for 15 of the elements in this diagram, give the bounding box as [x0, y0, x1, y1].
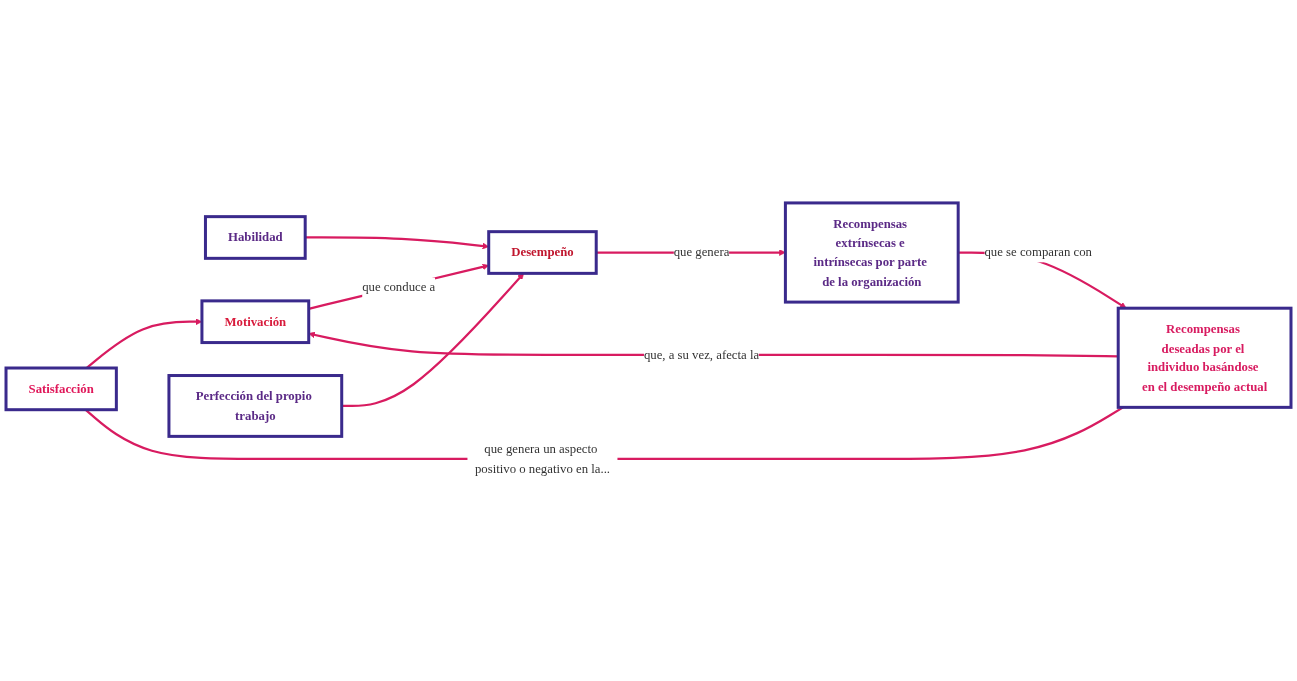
edge-label: que genera — [673, 245, 730, 260]
arrow — [305, 236, 489, 250]
node-box: Perfección del propio trabajo — [167, 374, 344, 438]
edge-label: que se comparan con — [984, 245, 1092, 260]
edge-label: que conduce a — [362, 279, 436, 295]
arrow — [308, 263, 489, 310]
arrow — [341, 273, 525, 408]
node-box: Habilidad — [203, 215, 307, 260]
edge-label: que, a su vez, afecta la — [643, 347, 760, 362]
edge-label: que genera un aspecto positivo o negativo en la... — [474, 442, 611, 476]
node-box: Recompensas extrínsecas e intrínsecas por parte de la organización — [783, 201, 960, 304]
node-box: Satisfacción — [4, 366, 118, 412]
node-box: Motivación — [200, 299, 311, 345]
node-box: Recompensas deseadas por el individuo basándose en el desempeño actual — [1116, 306, 1293, 409]
node-box: Desempeño — [487, 230, 598, 275]
